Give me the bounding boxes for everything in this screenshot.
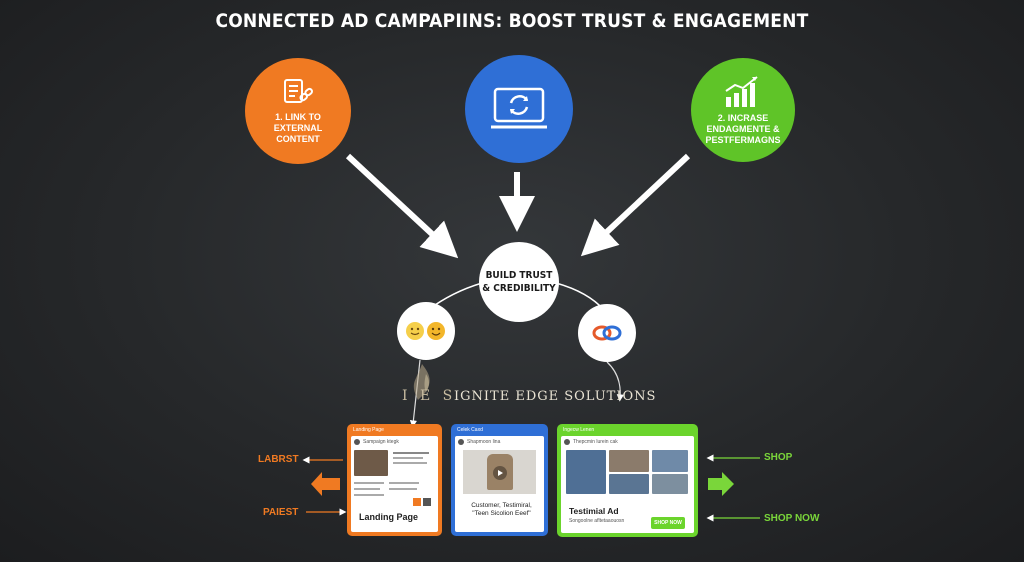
node-external-content-label: 1. LINK TO EXTERNAL CONTENT: [273, 111, 323, 144]
card-ad-subtitle: Songoolne afltetaaouosn: [569, 518, 625, 524]
node-smiley: [397, 302, 455, 360]
label-right-bottom: SHOP NOW: [764, 513, 820, 524]
node-monitor-sync: [465, 55, 573, 163]
avatar: [564, 439, 570, 445]
text-line: [354, 482, 384, 484]
label-left-bottom: PAIEST: [263, 507, 299, 518]
page-title: CONNECTED AD CAMPAPIINS: BOOST TRUST & E…: [215, 10, 809, 32]
card-landing-title: Landing Page: [359, 512, 419, 522]
avatar: [458, 439, 464, 445]
shop-now-button[interactable]: SHOP NOW: [651, 517, 685, 529]
text-line: [393, 452, 429, 454]
card-video-header: Celek Caxd: [457, 427, 483, 433]
ad-photo: [609, 474, 649, 494]
flame-logo: [413, 364, 430, 400]
brand-logo-letters: I E S: [402, 388, 457, 404]
node-engagement-label: 2. INCRASE ENDAGMENTE & PESTFERMAGNS: [705, 112, 781, 145]
card-video-title-1: Customer, Testimiral,: [471, 502, 532, 509]
brand-name: IGNITE EDGE SOLUTIONS: [454, 389, 657, 404]
build-trust-line2: & CREDIBILITY: [482, 283, 556, 294]
ad-photo: [652, 474, 688, 494]
ad-photo-main: [566, 450, 606, 494]
arrow-right-to-center: [580, 153, 691, 257]
smiley-faces-icon: [406, 322, 445, 340]
text-line: [389, 488, 417, 490]
ad-photo: [652, 450, 688, 472]
thumb: [413, 498, 421, 506]
landing-photo: [354, 450, 388, 476]
card-testimonial-video[interactable]: Celek Caxd Shapmoon lina Customer, Testi…: [451, 424, 548, 536]
label-right-top: SHOP: [764, 452, 793, 463]
card-ad-body: Thepcmin lurein cak Testimial Ad Songool…: [561, 436, 694, 533]
card-testimonial-ad[interactable]: Ingecw Lenen Thepcmin lurein cak Testimi…: [557, 424, 698, 537]
connector-link-to-card: [606, 361, 624, 402]
node-engagement: 2. INCRASE ENDAGMENTE & PESTFERMAGNS: [691, 58, 795, 162]
card-video-body: Shapmoon lina Customer, Testimiral, "Tee…: [455, 436, 544, 532]
text-line: [354, 488, 380, 490]
monitor-sync-icon: [491, 87, 547, 129]
arrow-right-big: [708, 472, 734, 496]
text-line: [389, 482, 419, 484]
card-landing-page[interactable]: Landing Page Sampaign ktegk Landing Page: [347, 424, 442, 536]
text-line: [393, 457, 423, 459]
card-ad-header: Ingecw Lenen: [563, 427, 595, 433]
label-left-top: LABRST: [258, 454, 299, 465]
text-line: [354, 494, 384, 496]
node-external-content: 1. LINK TO EXTERNAL CONTENT: [245, 58, 351, 164]
card-landing-user: Sampaign ktegk: [363, 439, 399, 445]
bar-chart-growth-icon: [725, 75, 758, 107]
text-line: [393, 462, 427, 464]
card-video-title-2: "Teen Sicolion Eeef": [472, 510, 531, 517]
thumb: [423, 498, 431, 506]
play-icon[interactable]: [493, 466, 507, 480]
avatar: [354, 439, 360, 445]
card-ad-user: Thepcmin lurein cak: [573, 439, 618, 445]
ad-photo: [609, 450, 649, 472]
card-landing-header: Landing Page: [353, 427, 384, 433]
node-build-trust: BUILD TRUST & CREDIBILITY: [479, 242, 559, 322]
video-thumbnail[interactable]: [463, 450, 536, 494]
node-link: [578, 304, 636, 362]
card-landing-body: Sampaign ktegk Landing Page: [351, 436, 438, 532]
chain-link-icon: [592, 325, 622, 341]
document-link-icon: [284, 78, 313, 103]
build-trust-line1: BUILD TRUST: [485, 270, 553, 281]
card-ad-title: Testimial Ad: [569, 506, 619, 516]
arrow-left-to-center: [345, 153, 459, 259]
card-video-user: Shapmoon lina: [467, 439, 501, 445]
arrow-left-big: [311, 472, 340, 496]
